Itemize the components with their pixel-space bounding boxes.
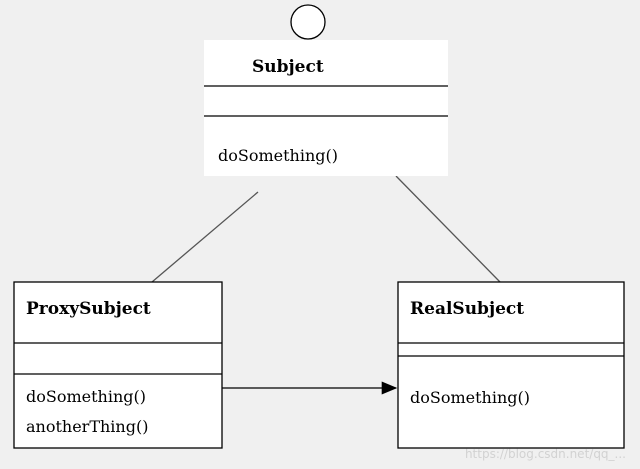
watermark-text: https://blog.csdn.net/qq_...	[464, 447, 626, 461]
class-proxy-subject-operation-1: doSomething()	[26, 387, 146, 406]
link-subject-real	[395, 175, 501, 283]
interface-lollipop-icon	[290, 4, 326, 40]
class-proxy-subject-name: ProxySubject	[26, 299, 151, 319]
link-subject-proxy	[151, 191, 259, 283]
class-real-subject[interactable]: RealSubject doSomething()	[397, 281, 625, 449]
class-subject-name: Subject	[252, 57, 324, 77]
class-subject-operation: doSomething()	[218, 146, 338, 165]
class-subject[interactable]: Subject doSomething()	[204, 40, 448, 176]
class-real-subject-operation: doSomething()	[410, 388, 530, 407]
class-proxy-subject[interactable]: ProxySubject doSomething() anotherThing(…	[13, 281, 223, 449]
class-proxy-subject-operation-2: anotherThing()	[26, 417, 148, 436]
class-real-subject-name: RealSubject	[410, 299, 524, 319]
